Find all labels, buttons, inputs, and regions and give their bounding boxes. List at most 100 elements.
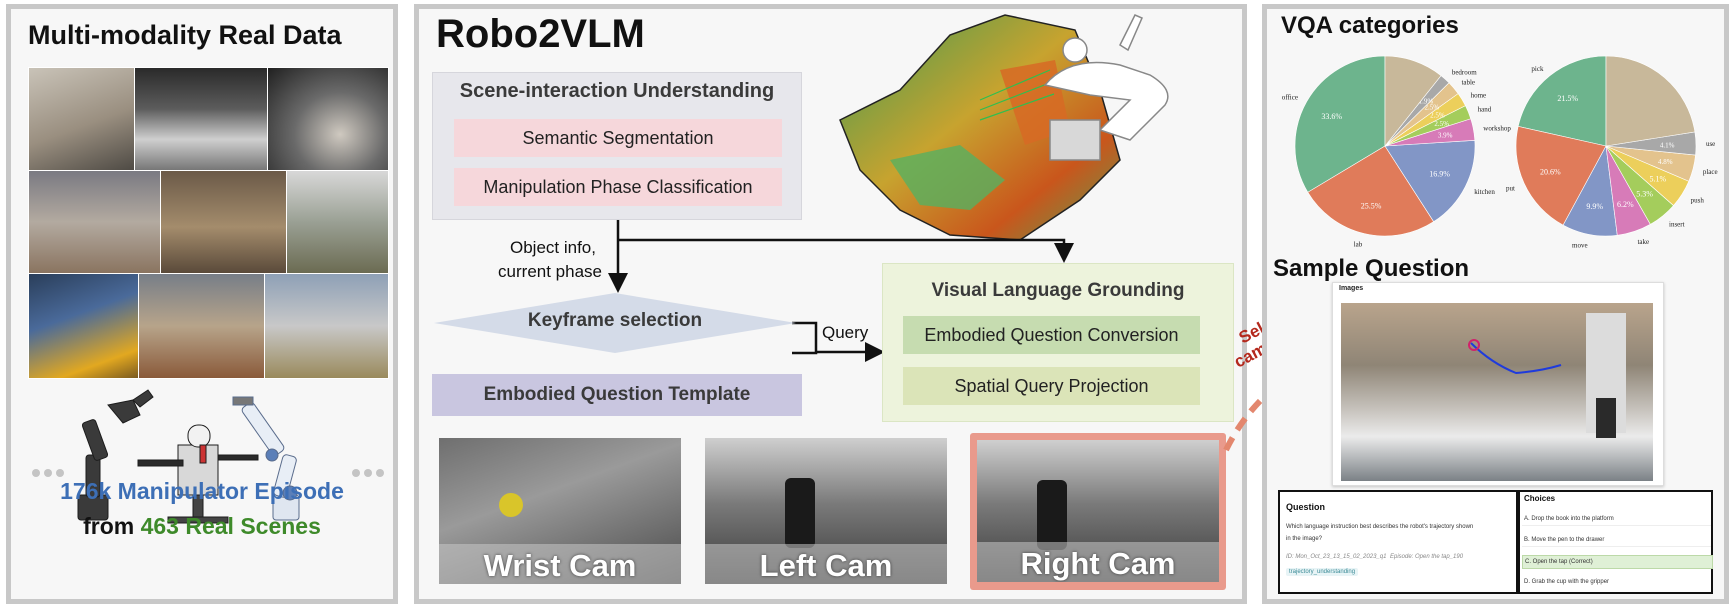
choice-a[interactable]: A. Drop the book into the platform [1522,513,1711,526]
question-box: Question Which language instruction best… [1278,490,1518,594]
robot-photo-5 [160,170,288,274]
pie-label-put: put [1506,184,1515,192]
robot-photo-3 [267,67,389,171]
pie-pct-put: 20.6% [1540,167,1561,176]
pie-label-take: take [1637,238,1649,246]
right-cam-label: Right Cam [977,542,1219,582]
right-cam-thumbnail: Right Cam [977,440,1219,582]
question-meta-id: ID: Mon_Oct_23_13_15_02_2023_q1 [1286,554,1387,560]
left-cam-thumbnail: Left Cam [705,438,947,584]
flow-label-current-phase: current phase [498,262,602,281]
scene-count-text: 463 Real Scenes [140,513,321,539]
pie-label-workshop: workshop [1483,125,1511,133]
query-projection-item: Spatial Query Projection [903,367,1200,405]
arrow-keyframe-query [792,321,818,355]
pie-pct-use: 4.1% [1660,141,1675,149]
episode-count: 176k Manipulator Episode [12,478,392,505]
pie-pct-lab: 25.5% [1361,202,1382,211]
pie-pct-place: 4.8% [1658,158,1673,166]
pie-label-home: home [1471,91,1487,99]
robot-arm-2 [137,424,259,524]
trajectory-overlay [1468,313,1626,438]
pie-slice-other [1384,55,1442,147]
pie-pct-office: 33.6% [1321,112,1342,121]
pie-label-pick: pick [1531,65,1544,73]
robot-photo-2 [134,67,269,171]
question-meta-episode: Episode: Open the tap_190 [1390,554,1464,560]
left-cam-arm [785,478,815,548]
robot-photo-6 [286,170,389,274]
pie-label-hand: hand [1478,105,1492,113]
episode-count-text: 176k Manipulator Episode [60,478,344,504]
vqa-categories-title: VQA categories [1281,12,1459,39]
pie-pct-push: 5.1% [1649,175,1666,184]
pie-label-insert: insert [1669,221,1685,229]
scene-understanding-title: Scene-interaction Understanding [459,80,775,102]
pie-label-bedroom: bedroom [1452,69,1477,77]
robot-arm-1 [77,389,154,521]
pie-slice-put [1515,126,1607,226]
pie-label-table: table [1461,79,1475,87]
question-text-line2: in the image? [1286,536,1323,542]
pie-label-place: place [1703,168,1718,176]
pie-pct-move: 9.9% [1586,202,1603,211]
keyframe-diamond [434,293,796,353]
pie-pct-table: 2.5% [1424,104,1439,112]
question-header: Question [1286,502,1326,512]
robot-arm-3 [232,396,300,521]
robot-photo-4 [28,170,162,274]
robot-photo-7 [28,273,140,379]
pie-label-move: move [1572,241,1588,249]
sample-image-card: Images [1332,282,1664,486]
pie-pct-workshop: 3.9% [1438,132,1453,140]
vqa-pie-charts: 33.6% office 25.5% lab 16.9% kitchen 3.9% works… [1282,55,1718,249]
choices-header: Choices [1524,494,1556,503]
pie-pct-bedroom: 1.9% [1419,97,1434,105]
choice-d[interactable]: D. Grab the cup with the gripper [1524,579,1610,585]
pie-pct-home: 2.5% [1430,111,1445,119]
pie-slice-kitchen [1384,140,1476,223]
middle-panel-title: Robo2VLM [436,12,645,56]
query-label: Query [822,323,869,342]
flow-arrows [608,220,1074,362]
pie-label-kitchen: kitchen [1474,188,1495,196]
scene-count: from 463 Real Scenes [12,513,392,540]
pie-slice-pick [1517,55,1607,147]
pie-pct-take: 6.2% [1617,200,1634,209]
right-cam-arm [1037,480,1067,550]
left-cam-label: Left Cam [705,544,947,584]
grounding-title: Visual Language Grounding [931,280,1185,301]
arrow-to-grounding [618,238,1074,263]
pie-slice-lab [1307,145,1435,237]
robot-photo-9 [264,273,389,379]
phase-classification-item: Manipulation Phase Classification [454,168,782,206]
pie-pct-insert: 5.3% [1636,190,1653,199]
pie-label-use: use [1706,140,1715,148]
left-panel-title: Multi-modality Real Data [28,20,342,50]
ellipsis-right-icon [352,469,384,477]
choice-c-correct[interactable]: C. Open the tap (Correct) [1522,555,1713,569]
sample-question-title: Sample Question [1273,255,1470,282]
pie-label-lab: lab [1354,240,1363,248]
scene-count-prefix: from [83,513,141,539]
pie-label-push: push [1691,196,1705,204]
pie-pct-pick: 21.5% [1557,94,1578,103]
pie-slice-other [1605,55,1696,147]
sample-camera-image [1341,303,1653,481]
point-cloud-illustration [839,14,1169,241]
pie-label-office: office [1282,94,1298,102]
pie-slice-office [1294,55,1386,193]
flow-label-object-info: Object info, [510,238,596,257]
robot-photo-1 [28,67,136,171]
wrist-cam-thumbnail: Wrist Cam [439,438,681,584]
question-template-box: Embodied Question Template [432,374,802,416]
question-conversion-item: Embodied Question Conversion [903,316,1200,354]
semantic-segmentation-item: Semantic Segmentation [454,119,782,157]
question-text-line1: Which language instruction best describe… [1286,524,1474,530]
robot-photo-8 [138,273,266,379]
sample-images-label: Images [1339,285,1364,292]
pie-pct-kitchen: 16.9% [1429,170,1450,179]
question-tag: trajectory_understanding [1286,568,1359,576]
choice-b[interactable]: B. Move the pen to the drawer [1522,534,1711,547]
ellipsis-left-icon [32,469,64,477]
